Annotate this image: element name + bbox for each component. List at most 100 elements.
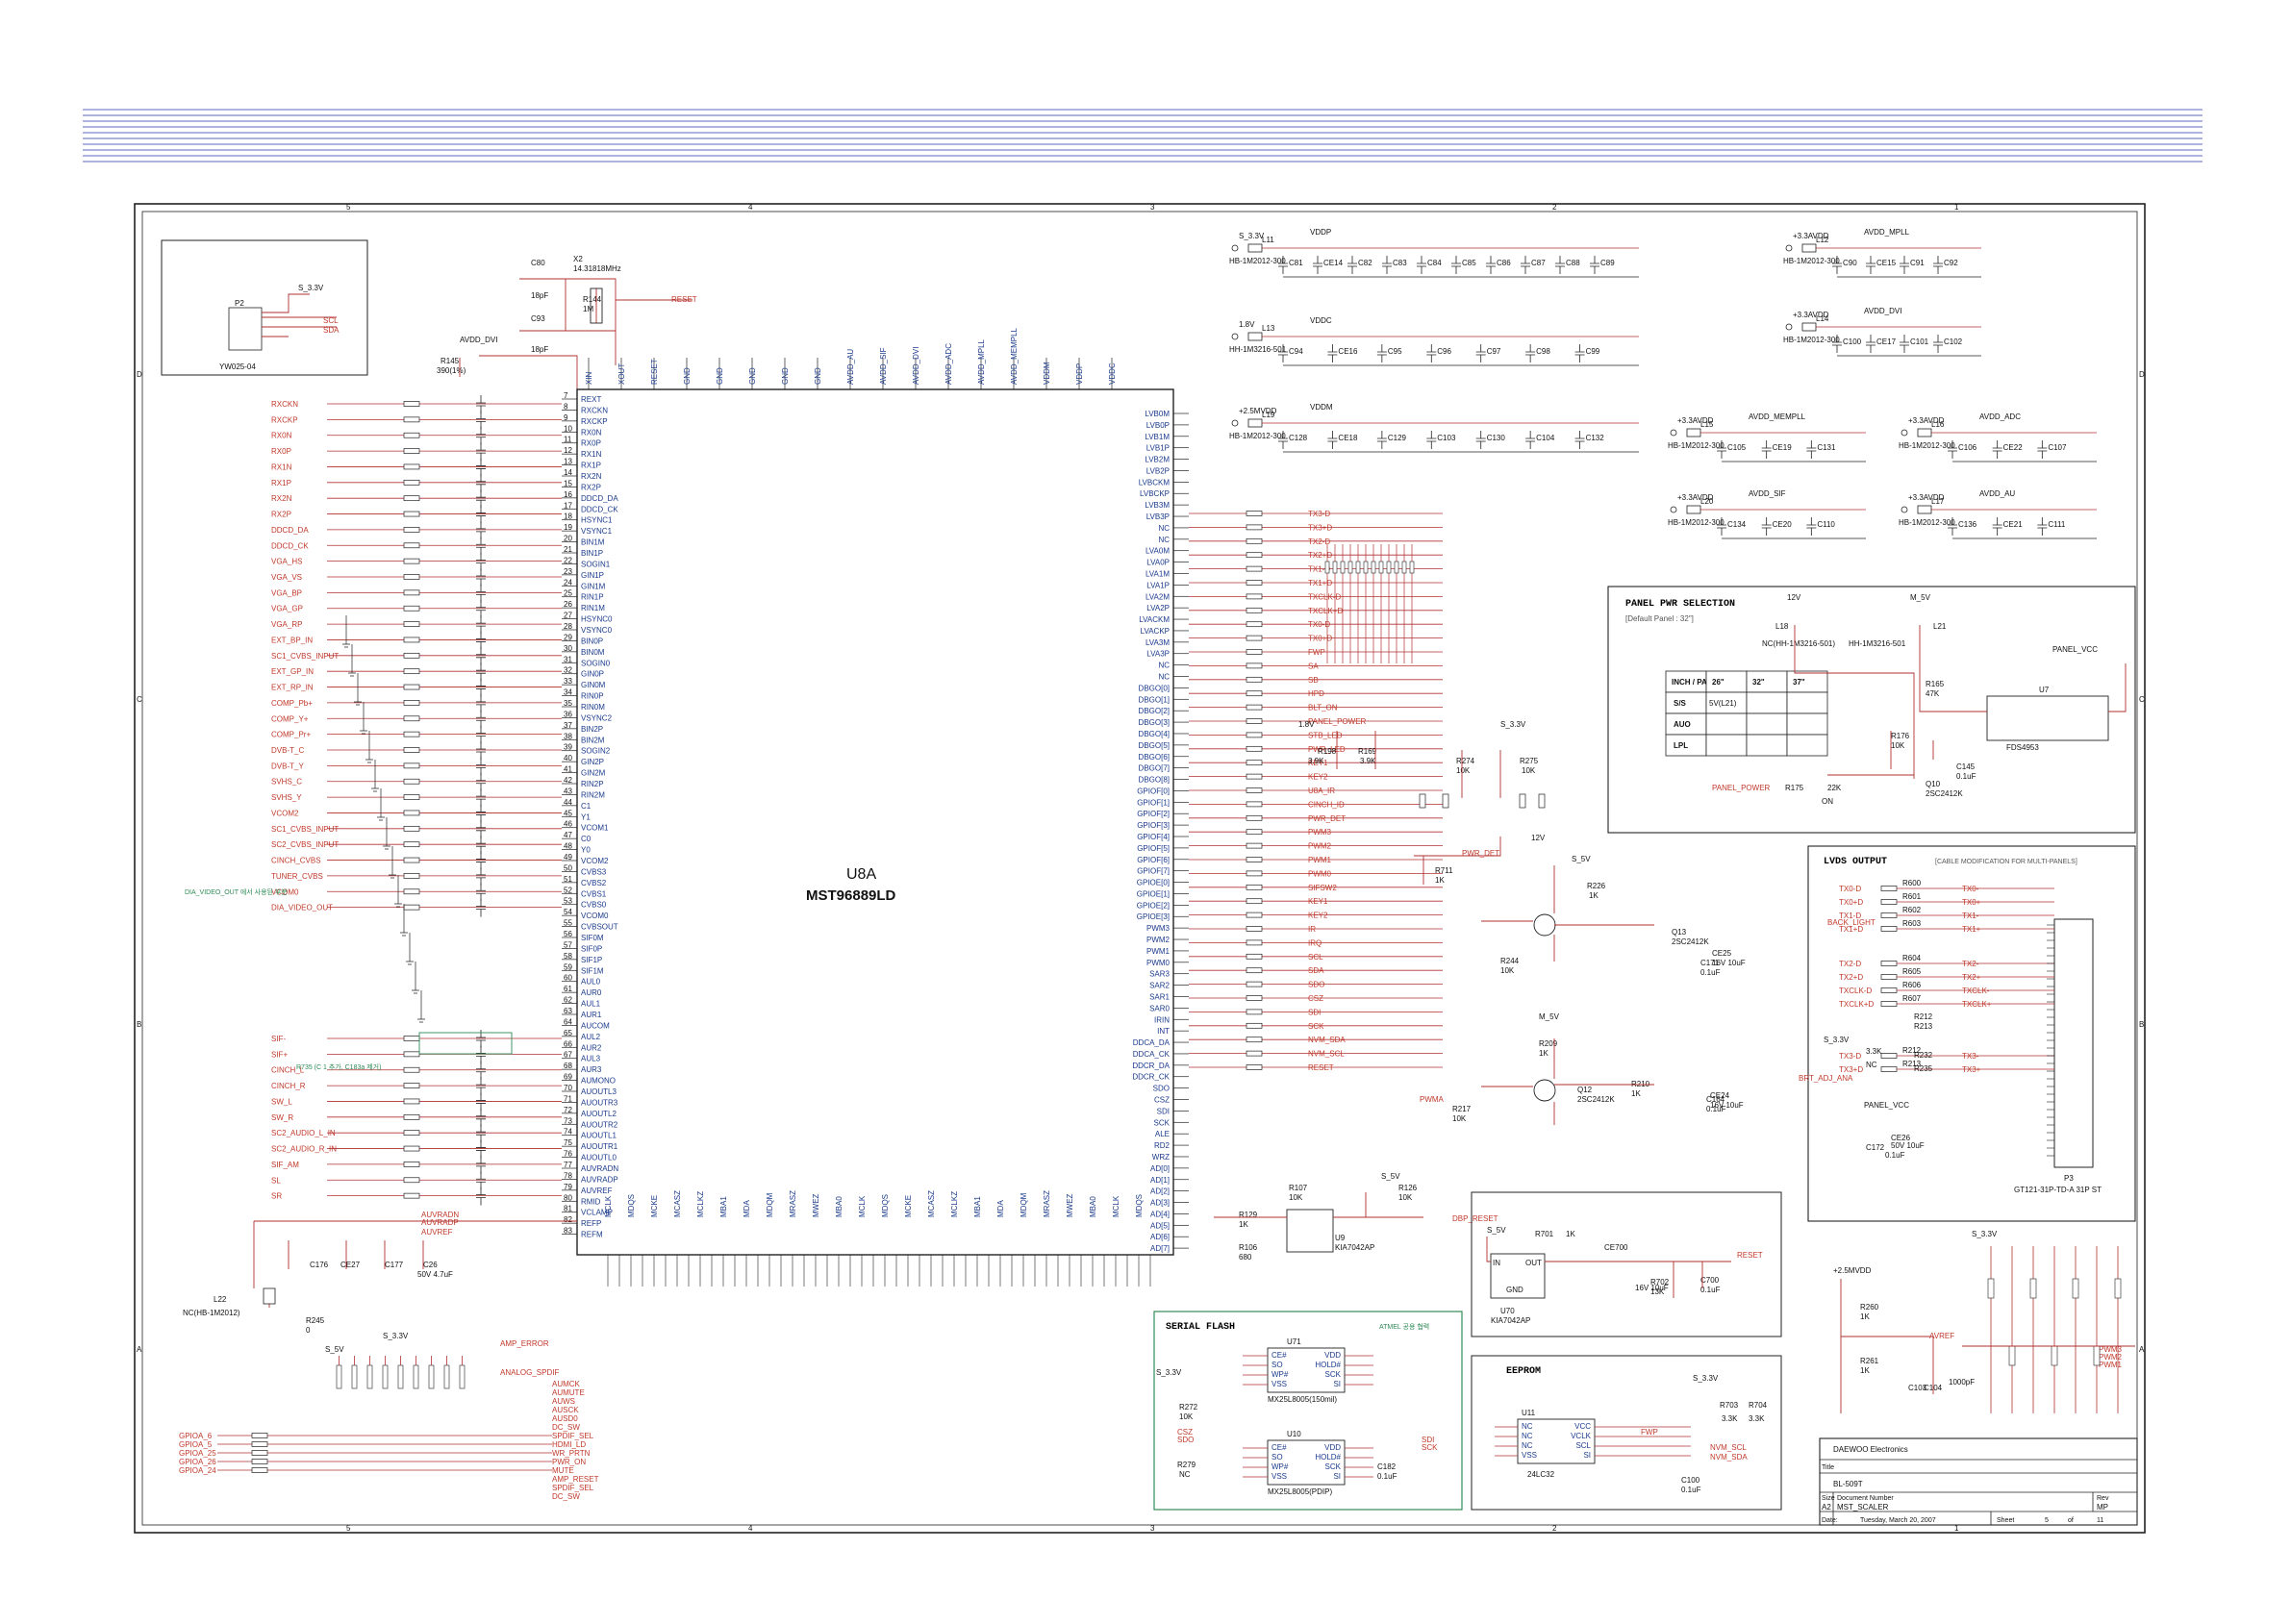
mid-right-label: C164 — [1706, 1095, 1725, 1104]
lvds-series-resistor — [1880, 926, 1898, 932]
eeprom-left-pin: NC — [1522, 1422, 1533, 1431]
lvds-resistor-ref: R232 — [1914, 1051, 1933, 1060]
left-net-coupling-cap — [476, 883, 486, 902]
cap-ref: C91 — [1910, 259, 1925, 267]
lvds-output-label: TX1+ — [1962, 925, 1981, 934]
left-net-label: EXT_GP_IN — [271, 667, 314, 676]
mid-right-label: 1K — [1239, 1220, 1248, 1229]
left-net-label: VCOM2 — [271, 809, 299, 817]
flash-ic-left-pin: VSS — [1271, 1380, 1287, 1388]
u8a-left-pin-number: 52 — [564, 886, 572, 894]
grid-col-label: 4 — [748, 1524, 753, 1533]
left-net-coupling-cap — [476, 772, 486, 791]
left-net-resistor — [403, 589, 420, 596]
left-net-coupling-cap — [476, 710, 486, 729]
ferrite-bead — [1247, 418, 1263, 428]
power-input-terminal — [1785, 244, 1793, 252]
pullup-resistor — [1519, 793, 1526, 809]
grid-col-label: 1 — [1954, 1524, 1959, 1533]
pullup-resistor — [336, 1364, 342, 1389]
right-net-label: CINCH_ID — [1308, 800, 1345, 809]
flash-ic-right-pin: VDD — [1324, 1443, 1341, 1452]
u8a-left-pin-number: 73 — [564, 1116, 572, 1125]
decoupling-cap — [1948, 440, 1957, 459]
u9-body — [1286, 1209, 1334, 1253]
u8a-left-pin-name: CVBS0 — [581, 901, 607, 910]
u8a-left-pin-name: AUCOM — [581, 1021, 610, 1030]
eeprom-right-pin: SI — [1583, 1451, 1591, 1460]
korean-note-audio: R735 (C 1 추가, C183a 제거) — [296, 1062, 381, 1071]
u8a-bottom-pin-name: MCASZ — [673, 1190, 682, 1217]
right-net-label: SDA — [1308, 966, 1324, 975]
left-net-resistor — [403, 1066, 420, 1073]
pullup-resistor — [413, 1364, 419, 1389]
left-net-resistor — [403, 1130, 420, 1137]
serial-flash-box — [1153, 1311, 1463, 1511]
flash-ics: U71MX25L8005(150mil)CE#SOWP#VSSVDDHOLD#S… — [1243, 1337, 1373, 1496]
panel-table-panel-name: S/S — [1674, 699, 1687, 708]
panel-pwr-label: 22K — [1827, 784, 1842, 792]
gpio-resistor — [251, 1467, 268, 1473]
lvds-title: LVDS OUTPUT — [1824, 857, 1887, 867]
left-net-resistor — [403, 511, 420, 517]
u8a-right-pin-name: SAR1 — [1149, 992, 1170, 1001]
u8a-bottom-pin-name: MCLK — [858, 1195, 867, 1217]
u8a-left-pin-name: AUL2 — [581, 1033, 601, 1041]
u8a-left-pin-name: DDCD_DA — [581, 494, 618, 503]
u8a-body — [576, 388, 1174, 1256]
left-net-label: CINCH_L — [271, 1066, 305, 1075]
left-net-label: COMP_Y+ — [271, 714, 309, 723]
mid-right-label: 16V 10uF — [1712, 959, 1746, 967]
transistor-q12 — [1533, 1079, 1556, 1102]
pwm-resistor — [2051, 1345, 2058, 1366]
reset-label: 13K — [1650, 1287, 1665, 1296]
u8a-left-pin-number: 51 — [564, 875, 572, 884]
u8a-left-pin-name: GIN1M — [581, 582, 606, 590]
u8a-right-pin-name: DDCA_CK — [1133, 1050, 1171, 1059]
right-net-label: PANEL_POWER — [1308, 717, 1367, 726]
x2-freq: 14.31818MHz — [573, 264, 621, 273]
mid-right-label: 10K — [1452, 1114, 1467, 1123]
decoupling-cap — [1761, 440, 1772, 459]
right-net-label: TX1+D — [1308, 579, 1332, 587]
left-net-coupling-cap — [476, 599, 486, 618]
audio-ref-label: AUVREF — [421, 1228, 453, 1237]
right-net-label: RESET — [1308, 1063, 1334, 1072]
left-net-resistor — [403, 810, 420, 816]
right-net-label: TX1-D — [1308, 565, 1330, 574]
grid-col-label: 1 — [1954, 203, 1959, 212]
power-input-terminal — [1901, 429, 1908, 437]
right-net-resistor — [1246, 718, 1263, 724]
mid-right-label: R711 — [1435, 866, 1453, 875]
grid-row-label: A — [2139, 1345, 2145, 1354]
panel-pwr-label: PANEL_POWER — [1712, 784, 1771, 792]
u8a-right-pin-name: AD[5] — [1150, 1221, 1170, 1230]
grid-row-label: D — [2139, 370, 2145, 379]
title-block-box — [1819, 1437, 2138, 1526]
lvds-resistor-ref: R212 — [1902, 1046, 1922, 1055]
panel-pwr-label: FDS4953 — [2006, 743, 2039, 752]
u8a-bottom-pin-name: MBA1 — [719, 1196, 728, 1217]
u8a-bottom-pin-name: MWEZ — [812, 1193, 820, 1217]
left-net-coupling-cap — [476, 631, 486, 650]
transistor-q13 — [1533, 913, 1556, 937]
left-net-resistor — [403, 1113, 420, 1120]
pullup-resistor — [1401, 561, 1407, 574]
mid-right-label: 1K — [1539, 1049, 1548, 1058]
left-net-label: VCOM0 — [271, 887, 299, 896]
u8a-left-pin-name: BIN2M — [581, 736, 605, 744]
u8a-right-pin-name: LVB1P — [1146, 444, 1170, 453]
mid-right-label: 10K — [1522, 766, 1536, 775]
u8a-left-pin-name: RIN2P — [581, 780, 604, 788]
u8a-left-pin-name: RIN2M — [581, 790, 605, 799]
u8a-right-pin-name: DBGO[2] — [1139, 707, 1170, 715]
u8a-right-pin-name: INT — [1157, 1027, 1170, 1036]
cap-ref: C104 — [1536, 434, 1555, 442]
left-net-label: RX2P — [271, 511, 291, 519]
u8a-right-pin-name: GPIOF[4] — [1137, 833, 1170, 841]
u8a-top-pin-name: GND — [814, 367, 822, 385]
cap-ref: C86 — [1497, 259, 1511, 267]
ferrite-ref: L16 — [1931, 420, 1945, 429]
pullup-resistor — [351, 1364, 358, 1389]
